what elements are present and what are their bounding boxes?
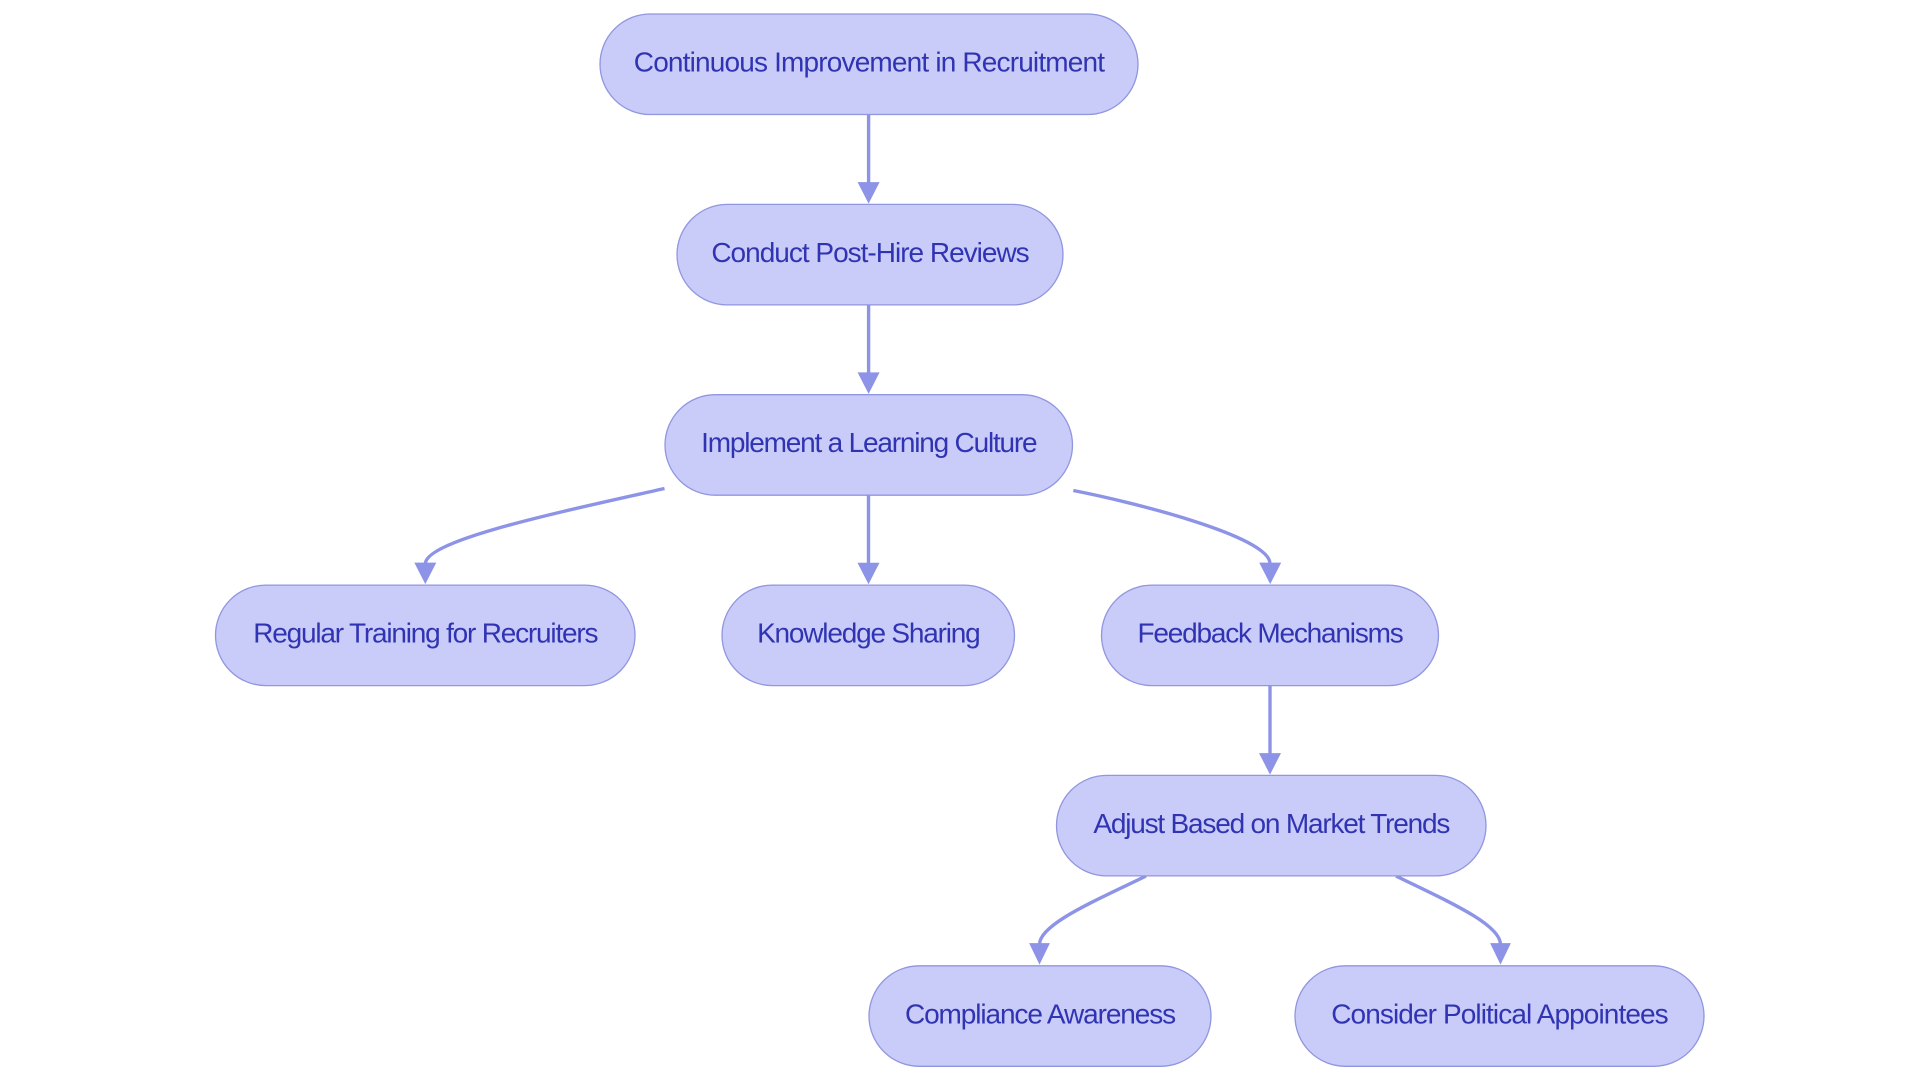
svg-text:Regular Training for Recruiter: Regular Training for Recruiters — [253, 618, 597, 649]
svg-text:Adjust Based on Market Trends: Adjust Based on Market Trends — [1093, 808, 1449, 839]
svg-text:Conduct Post-Hire Reviews: Conduct Post-Hire Reviews — [711, 237, 1028, 268]
svg-text:Compliance Awareness: Compliance Awareness — [905, 998, 1175, 1029]
svg-text:Consider Political Appointees: Consider Political Appointees — [1331, 998, 1668, 1029]
svg-text:Knowledge Sharing: Knowledge Sharing — [757, 618, 979, 649]
svg-text:Implement a Learning Culture: Implement a Learning Culture — [701, 427, 1037, 458]
svg-text:Feedback Mechanisms: Feedback Mechanisms — [1137, 618, 1402, 649]
svg-text:Continuous Improvement in Recr: Continuous Improvement in Recruitment — [634, 47, 1105, 78]
